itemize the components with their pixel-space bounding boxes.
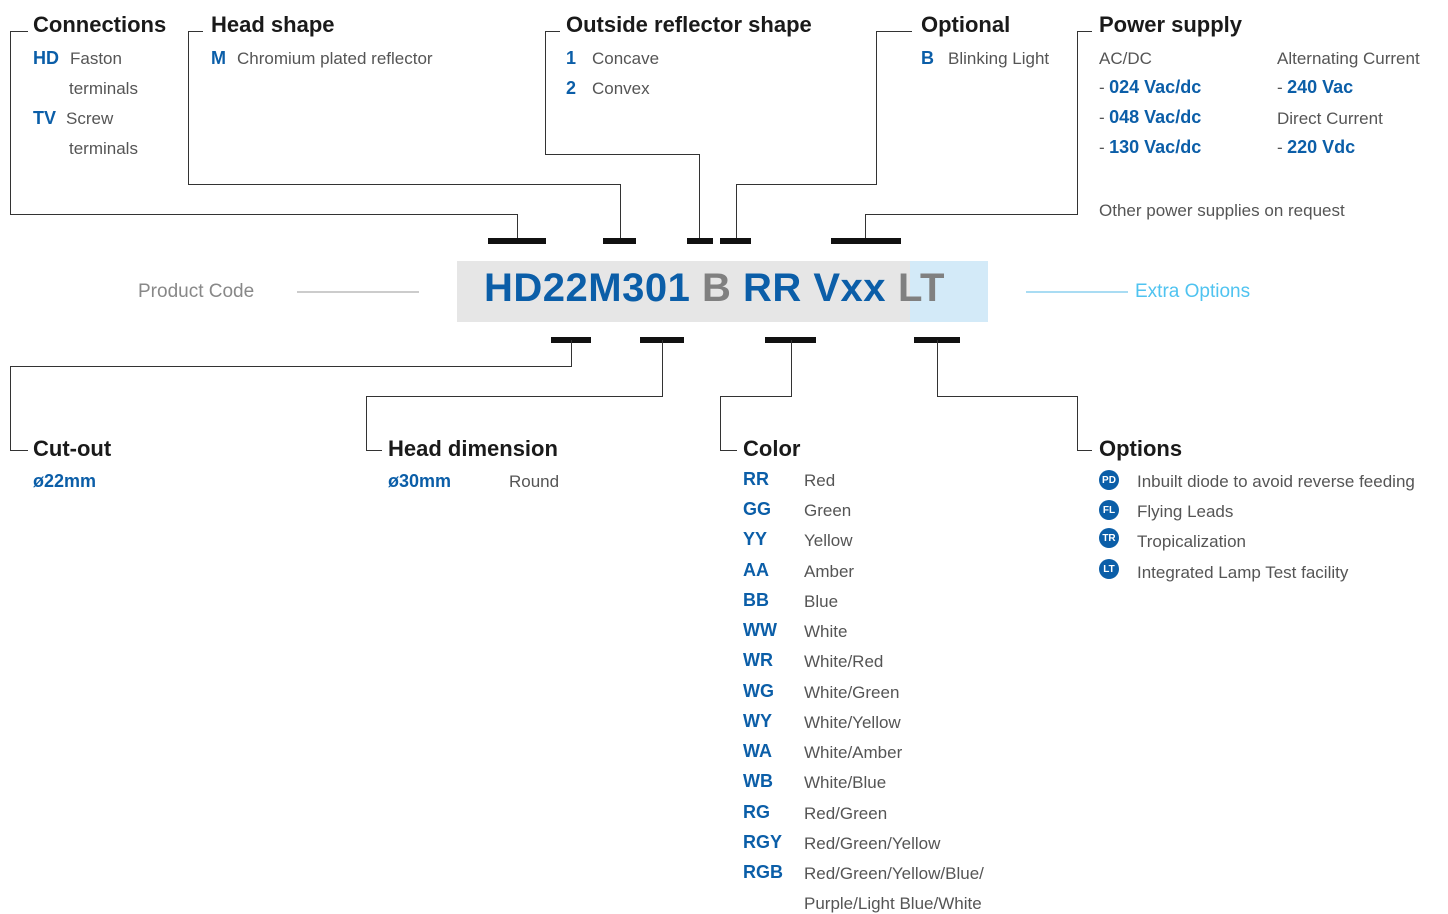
color-desc: White/Yellow [804,713,901,732]
reflector-code-1: 1 [566,48,577,68]
power-dc-label: Direct Current [1277,109,1383,128]
power-acdc-value: 024 Vac/dc [1109,77,1202,97]
power-supply-title: Power supply [1099,12,1243,37]
color-code: WR [743,650,773,670]
power-acdc-row-3: - 130 Vac/dc [1099,137,1201,158]
product-code-voltage: Vxx [813,266,887,310]
option-desc-tr: Tropicalization [1137,532,1246,551]
connections-desc-hd-2: terminals [69,79,138,98]
color-code: RGY [743,832,783,852]
color-code: AA [743,560,769,580]
color-desc: White/Blue [804,773,887,792]
options-title: Options [1099,436,1183,461]
color-desc: Red [804,471,836,490]
color-code: RGB [743,862,783,882]
color-desc: Amber [804,562,855,581]
extra-options-highlight [910,261,988,322]
power-acdc-value: 048 Vac/dc [1109,107,1202,127]
optional-desc-b: Blinking Light [948,49,1050,68]
connections-desc-tv-2: terminals [69,139,138,158]
color-desc: White/Green [804,683,900,702]
color-desc: Blue [804,592,839,611]
product-code-extra: LT [898,266,945,310]
connections-code-hd: HD [33,48,59,68]
head-shape-code-m: M [211,48,226,68]
color-code: GG [743,499,772,519]
optional-code-b: B [921,48,934,68]
option-desc-lt: Integrated Lamp Test facility [1137,563,1349,582]
color-code: RG [743,802,770,822]
lt-badge-icon: LT [1099,559,1119,579]
power-acdc-row-1: - 024 Vac/dc [1099,77,1201,98]
power-dash: - [1277,78,1283,97]
power-dash: - [1277,138,1283,157]
head-shape-desc-m: Chromium plated reflector [237,49,433,68]
option-desc-pd: Inbuilt diode to avoid reverse feeding [1137,472,1415,491]
connections-title: Connections [33,12,167,37]
color-desc-2: Purple/Light Blue/White [804,894,982,913]
power-dash: - [1099,108,1105,127]
color-code: WY [743,711,772,731]
power-marker [831,238,901,244]
power-dash: - [1099,138,1105,157]
power-dash: - [1099,78,1105,97]
head-shape-title: Head shape [211,12,335,37]
color-desc: Red/Green/Yellow/Blue/ [804,864,984,883]
product-code-color: RR [742,266,802,310]
color-code: WB [743,771,773,791]
optional-marker [720,238,751,244]
color-marker [765,337,816,343]
color-desc: White/Red [804,652,884,671]
connections-code-tv: TV [33,108,57,128]
color-desc: Red/Green [804,804,888,823]
connections-marker [488,238,546,244]
head-dimension-desc: Round [509,472,560,491]
product-code-box [457,261,988,322]
power-acdc-row-2: - 048 Vac/dc [1099,107,1201,128]
color-code: WG [743,681,774,701]
power-ac-label: Alternating Current [1277,49,1420,68]
power-note: Other power supplies on request [1099,201,1345,220]
head-shape-marker [603,238,636,244]
fl-badge-icon: FL [1099,500,1119,520]
reflector-marker [687,238,713,244]
connections-desc-hd-1: Faston [70,49,122,68]
tr-badge-icon: TR [1099,528,1119,548]
head-dimension-title: Head dimension [388,436,558,461]
power-ac-value: 240 Vac [1287,77,1354,97]
pd-badge-icon: PD [1099,470,1119,490]
cut-out-value: ø22mm [33,471,97,491]
product-code-label: Product Code [138,281,255,302]
color-desc: White/Amber [804,743,903,762]
reflector-title: Outside reflector shape [566,12,812,37]
reflector-code-2: 2 [566,78,577,98]
color-title: Color [743,436,801,461]
color-desc: Yellow [804,531,853,550]
color-desc: Green [804,501,852,520]
option-desc-fl: Flying Leads [1137,502,1234,521]
power-dc-value: 220 Vdc [1287,137,1356,157]
power-acdc-value: 130 Vac/dc [1109,137,1202,157]
reflector-desc-1: Concave [592,49,660,68]
color-desc: White [804,622,848,641]
color-code: WA [743,741,772,761]
power-acdc-label: AC/DC [1099,49,1152,68]
optional-title: Optional [921,12,1011,37]
product-code-main: HD22M301 [484,266,691,310]
color-code: YY [743,529,768,549]
reflector-desc-2: Convex [592,79,650,98]
extra-options-label: Extra Options [1135,281,1251,302]
cut-out-title: Cut-out [33,436,112,461]
color-code: BB [743,590,769,610]
head-dimension-value: ø30mm [388,471,452,491]
color-desc: Red/Green/Yellow [804,834,941,853]
power-ac-row-1: - 240 Vac [1277,77,1353,98]
color-code: WW [743,620,777,640]
product-code-blinking: B [701,266,732,310]
power-dc-row-1: - 220 Vdc [1277,137,1355,158]
color-code: RR [743,469,769,489]
connections-desc-tv-1: Screw [66,109,114,128]
